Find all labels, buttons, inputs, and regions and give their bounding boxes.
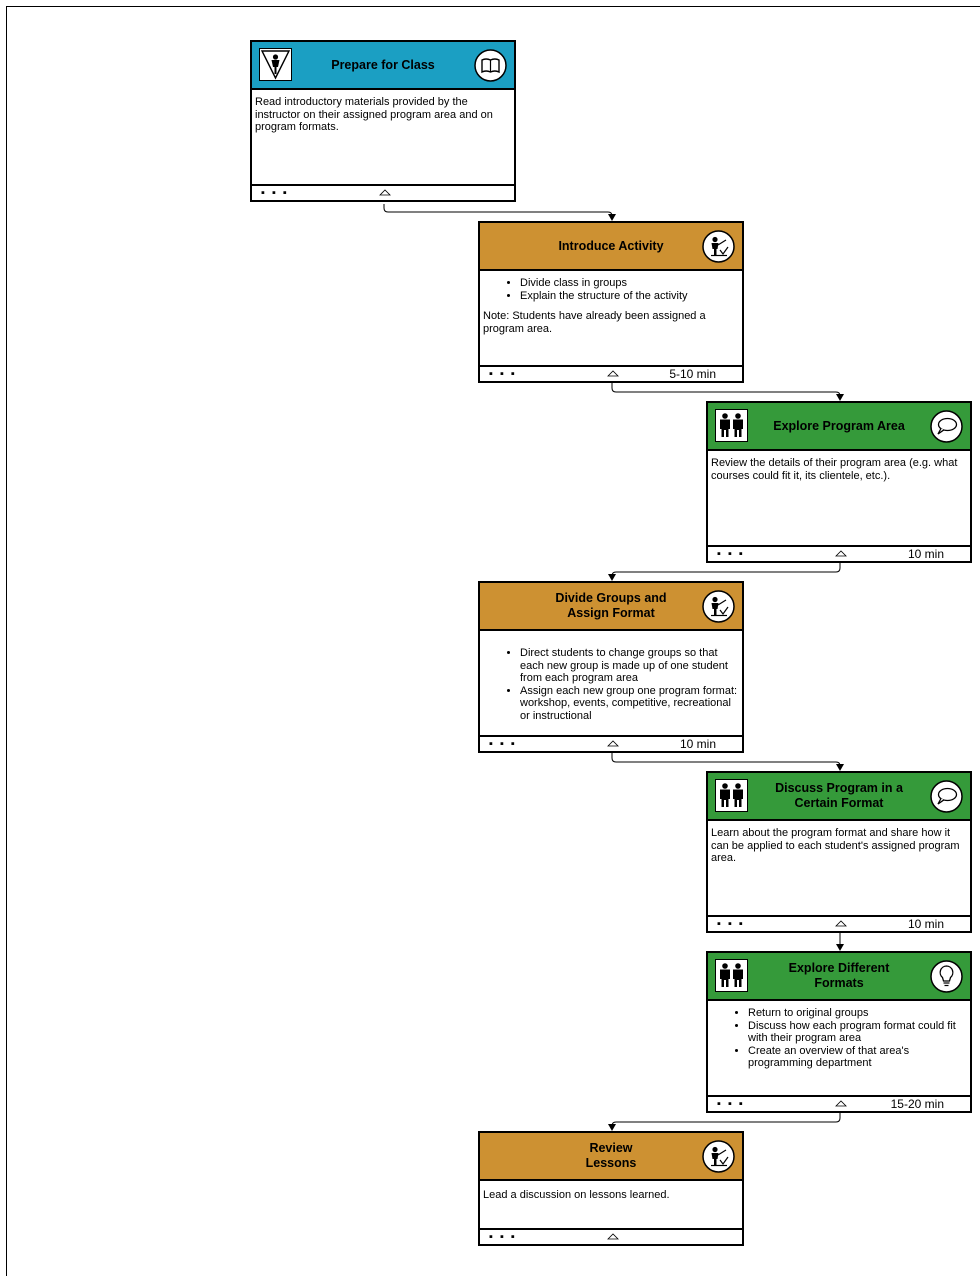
step-title: Divide Groups and Assign Format <box>555 591 667 620</box>
expand-caret-icon[interactable] <box>607 370 619 377</box>
step-title: Explore Program Area <box>773 418 905 433</box>
group-icon <box>715 779 748 812</box>
step-description: Return to original groups Discuss how ea… <box>711 1007 967 1070</box>
step-footer: ▪ ▪ ▪ 15-20 min <box>708 1095 970 1111</box>
list-item: Explain the structure of the activity <box>520 290 739 303</box>
step-description: Read introductory materials provided by … <box>255 96 493 133</box>
step-header: Introduce Activity <box>480 223 742 271</box>
list-item: Direct students to change groups so that… <box>520 647 739 685</box>
step-bullets: Direct students to change groups so that… <box>483 647 739 722</box>
group-icon <box>715 959 748 992</box>
expand-caret-icon[interactable] <box>835 1100 847 1107</box>
diagram-frame <box>6 6 980 1276</box>
teacher-icon <box>702 1140 735 1173</box>
teacher-icon <box>702 230 735 263</box>
more-options-icon[interactable]: ▪ ▪ ▪ <box>717 548 745 560</box>
step-explore-different-formats[interactable]: Explore Different Formats Return to orig… <box>706 951 972 1113</box>
step-bullets: Return to original groups Discuss how ea… <box>711 1007 967 1070</box>
person-triangle-icon <box>259 48 292 81</box>
list-item: Discuss how each program format could fi… <box>748 1020 967 1045</box>
step-header: Divide Groups and Assign Format <box>480 583 742 631</box>
teacher-icon <box>702 590 735 623</box>
step-duration: 15-20 min <box>890 1097 944 1111</box>
expand-caret-icon[interactable] <box>607 740 619 747</box>
expand-caret-icon[interactable] <box>835 920 847 927</box>
step-description: Divide class in groups Explain the struc… <box>483 277 739 335</box>
step-explore-program-area[interactable]: Explore Program Area Review the details … <box>706 401 972 563</box>
step-header: Discuss Program in a Certain Format <box>708 773 970 821</box>
more-options-icon[interactable]: ▪ ▪ ▪ <box>717 1098 745 1110</box>
step-title: Prepare for Class <box>331 57 435 72</box>
step-divide-groups-assign-format[interactable]: Divide Groups and Assign Format Direct s… <box>478 581 744 753</box>
more-options-icon[interactable]: ▪ ▪ ▪ <box>489 368 517 380</box>
step-footer: ▪ ▪ ▪ <box>480 1228 742 1244</box>
lightbulb-icon <box>930 960 963 993</box>
list-item: Return to original groups <box>748 1007 967 1020</box>
step-header: Explore Program Area <box>708 403 970 451</box>
step-title: Introduce Activity <box>558 238 664 253</box>
speech-bubble-icon <box>930 410 963 443</box>
book-icon <box>474 49 507 82</box>
step-header: Explore Different Formats <box>708 953 970 1001</box>
more-options-icon[interactable]: ▪ ▪ ▪ <box>261 187 289 199</box>
step-prepare-for-class[interactable]: Prepare for Class Read introductory mate… <box>250 40 516 202</box>
list-item: Divide class in groups <box>520 277 739 290</box>
step-footer: ▪ ▪ ▪ 10 min <box>708 545 970 561</box>
step-header: Prepare for Class <box>252 42 514 90</box>
step-review-lessons[interactable]: Review Lessons Lead a discussion on less… <box>478 1131 744 1246</box>
step-discuss-program-certain-format[interactable]: Discuss Program in a Certain Format Lear… <box>706 771 972 933</box>
list-item: Create an overview of that area's progra… <box>748 1045 967 1070</box>
step-description: Direct students to change groups so that… <box>483 647 739 722</box>
step-bullets: Divide class in groups Explain the struc… <box>483 277 739 302</box>
group-icon <box>715 409 748 442</box>
step-footer: ▪ ▪ ▪ <box>252 184 514 200</box>
step-duration: 10 min <box>907 917 944 931</box>
step-footer: ▪ ▪ ▪ 10 min <box>708 915 970 931</box>
more-options-icon[interactable]: ▪ ▪ ▪ <box>717 918 745 930</box>
more-options-icon[interactable]: ▪ ▪ ▪ <box>489 738 517 750</box>
step-footer: ▪ ▪ ▪ 5-10 min <box>480 365 742 381</box>
step-note: Note: Students have already been assigne… <box>483 310 706 335</box>
list-item: Assign each new group one program format… <box>520 685 739 723</box>
step-description: Lead a discussion on lessons learned. <box>483 1189 670 1201</box>
expand-caret-icon[interactable] <box>379 189 391 196</box>
step-header: Review Lessons <box>480 1133 742 1181</box>
speech-bubble-icon <box>930 780 963 813</box>
step-description: Review the details of their program area… <box>711 457 958 482</box>
expand-caret-icon[interactable] <box>835 550 847 557</box>
step-duration: 10 min <box>907 547 944 561</box>
step-duration: 10 min <box>679 737 716 751</box>
step-footer: ▪ ▪ ▪ 10 min <box>480 735 742 751</box>
step-title: Explore Different Formats <box>788 961 890 990</box>
step-title: Discuss Program in a Certain Format <box>775 781 903 810</box>
step-duration: 5-10 min <box>669 367 716 381</box>
step-introduce-activity[interactable]: Introduce Activity Divide class in group… <box>478 221 744 383</box>
step-title: Review Lessons <box>585 1141 637 1170</box>
more-options-icon[interactable]: ▪ ▪ ▪ <box>489 1231 517 1243</box>
expand-caret-icon[interactable] <box>607 1233 619 1240</box>
step-description: Learn about the program format and share… <box>711 827 960 864</box>
